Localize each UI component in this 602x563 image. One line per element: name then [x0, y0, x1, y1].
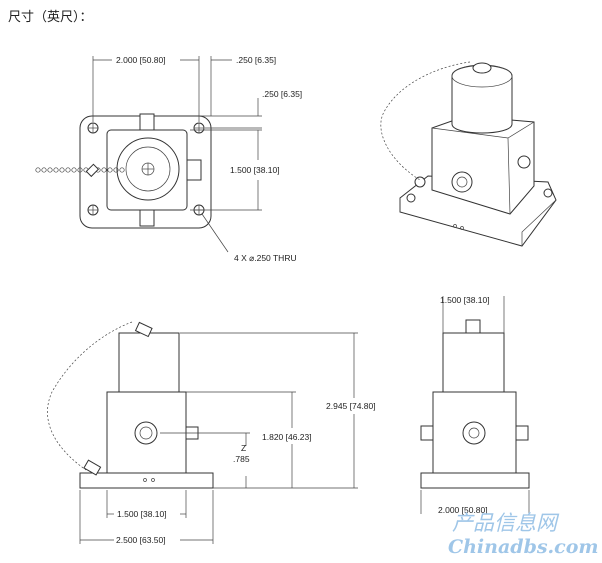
iso-cylinder	[451, 65, 513, 134]
front-view-bead-chain	[47, 321, 133, 471]
iso-bead-chain	[380, 61, 471, 181]
watermark: 产品信息网 Chinadbs.com	[448, 511, 599, 558]
top-view-cap-inner	[125, 146, 171, 192]
front-view-cylinder	[118, 332, 180, 393]
front-view: 2.945 [74.80] 1.820 [46.23] Z .785 1.500…	[47, 321, 376, 545]
dim-z-value: .785	[233, 454, 250, 464]
dim-block-width: 1.500 [38.10]	[117, 509, 167, 519]
iso-port-front	[451, 171, 473, 193]
top-view: 2.000 [50.80] .250 [6.35] .250 [6.35] 1.…	[35, 55, 302, 263]
front-view-cap-nut	[134, 321, 153, 338]
dim-side-top-width: 1.500 [38.10]	[440, 295, 490, 305]
watermark-line2: Chinadbs.com	[448, 536, 599, 558]
dim-height: 1.500 [38.10]	[230, 165, 280, 175]
dim-offset-y: .250 [6.35]	[262, 89, 302, 99]
iso-cap-nut	[472, 62, 492, 74]
dim-overall-height: 2.945 [74.80]	[326, 401, 376, 411]
front-view-chain-clip	[83, 459, 102, 476]
page-title: 尺寸（英尺）：	[8, 10, 93, 25]
top-view-port-bottom	[139, 209, 155, 227]
isometric-view	[380, 61, 557, 247]
side-view-cap-nut	[465, 319, 481, 334]
side-view-port-right	[515, 425, 529, 441]
side-view-base	[420, 472, 530, 489]
top-view-bead-chain	[35, 163, 125, 178]
dim-holes: 4 X ⌀.250 THRU	[234, 253, 297, 263]
iso-port-side	[517, 155, 531, 169]
dim-side-base-width: 2.000 [50.80]	[438, 505, 488, 515]
side-view-port	[462, 421, 486, 445]
dim-z-label: Z	[241, 443, 246, 453]
dim-width: 2.000 [50.80]	[116, 55, 166, 65]
top-view-port-top	[139, 113, 155, 131]
side-view-cylinder	[442, 332, 505, 393]
front-view-port	[134, 421, 158, 445]
watermark-line1: 产品信息网	[452, 511, 560, 535]
dim-base-width: 2.500 [63.50]	[116, 535, 166, 545]
dim-offset-x: .250 [6.35]	[236, 55, 276, 65]
dim-block-height: 1.820 [46.23]	[262, 432, 312, 442]
top-view-port-right	[186, 159, 202, 181]
side-view: 1.500 [38.10] 2.000 [50.80]	[420, 295, 530, 515]
side-view-port-left	[420, 425, 434, 441]
